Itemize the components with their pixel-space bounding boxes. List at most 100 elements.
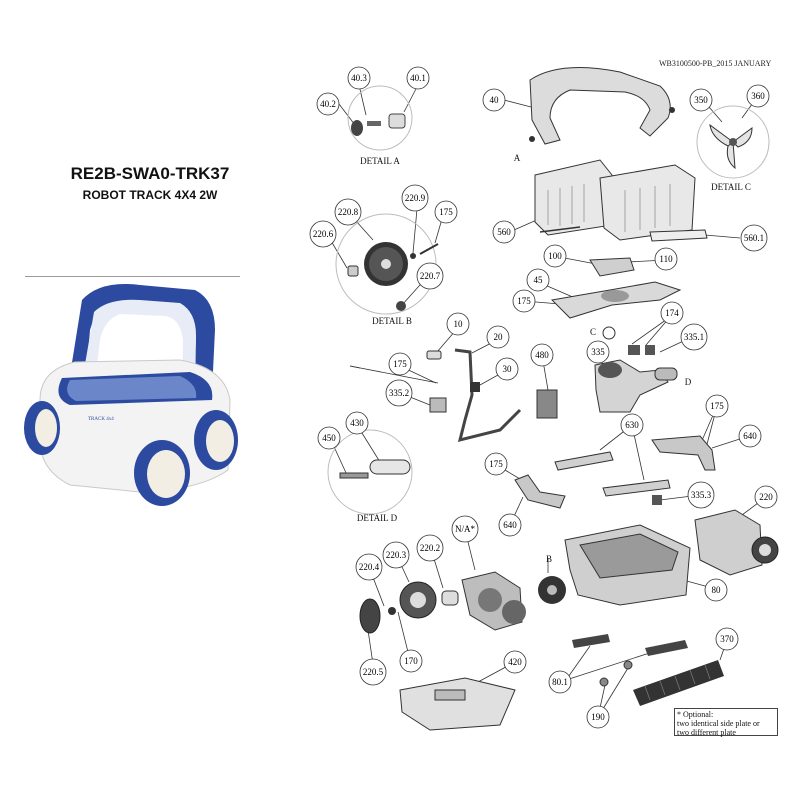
callout-labels: 40.3 40.1 40.2 40 350 360 220.8 220.9 17… xyxy=(309,66,778,729)
svg-text:335.1: 335.1 xyxy=(684,332,704,342)
side-plate-hub xyxy=(478,588,502,612)
callout-na: N/A* xyxy=(451,515,479,543)
part-220-6-shape xyxy=(347,265,359,277)
note-line-2: two identical side plate or xyxy=(677,719,760,728)
svg-text:220.3: 220.3 xyxy=(386,550,407,560)
callout-30: 30 xyxy=(495,357,519,381)
robot-wheel-hub xyxy=(147,450,185,498)
svg-text:10: 10 xyxy=(454,319,464,329)
svg-text:420: 420 xyxy=(508,657,522,667)
callout-220-6: 220.6 xyxy=(309,220,337,248)
detail-callout-circles xyxy=(327,85,770,515)
svg-text:220.4: 220.4 xyxy=(359,562,380,572)
callout-190: 190 xyxy=(586,705,610,729)
part-190-b-shape xyxy=(623,660,633,670)
callout-640-b: 640 xyxy=(498,513,522,537)
detail-c-circle xyxy=(696,105,770,179)
callout-360: 360 xyxy=(746,84,770,108)
callout-560-1: 560.1 xyxy=(740,224,768,252)
svg-text:560: 560 xyxy=(497,227,511,237)
ref-letter-a: A xyxy=(514,153,521,163)
part-630-strip-a-shape xyxy=(554,451,614,471)
part-335-3-shape xyxy=(652,495,662,505)
callout-420: 420 xyxy=(503,650,527,674)
part-10-shape xyxy=(426,350,442,360)
callout-175-e: 175 xyxy=(484,452,508,476)
callout-335-1: 335.1 xyxy=(680,323,708,351)
part-175-screw-shape xyxy=(419,243,439,255)
svg-text:N/A*: N/A* xyxy=(455,524,475,534)
part-174-shape xyxy=(628,345,640,355)
part-420-plate-shape xyxy=(399,677,516,731)
part-480-shape xyxy=(536,389,558,419)
part-40-3-shape xyxy=(367,121,381,126)
callout-630: 630 xyxy=(620,413,644,437)
callout-40-1: 40.1 xyxy=(406,66,430,90)
part-220-drive-shape xyxy=(694,509,763,576)
svg-text:170: 170 xyxy=(404,656,418,666)
screw-icon xyxy=(529,136,535,142)
part-20-cable-shape xyxy=(454,348,522,443)
part-560-filter-left-shape xyxy=(534,159,613,236)
svg-text:370: 370 xyxy=(720,634,734,644)
callout-480: 480 xyxy=(530,343,554,367)
detail-a-circle xyxy=(347,85,413,151)
side-plate-wheel xyxy=(502,600,526,624)
part-335-2-shape xyxy=(429,397,447,413)
svg-text:80.1: 80.1 xyxy=(552,677,568,687)
callout-560: 560 xyxy=(492,220,516,244)
drive-gear-hub xyxy=(759,544,771,556)
part-190-a-shape xyxy=(599,677,609,687)
note-line-1: * Optional: xyxy=(677,710,714,719)
svg-text:175: 175 xyxy=(439,207,453,217)
svg-text:220: 220 xyxy=(759,492,773,502)
svg-text:220.6: 220.6 xyxy=(313,229,334,239)
callout-80: 80 xyxy=(704,578,728,602)
part-30-shape xyxy=(470,382,480,392)
part-40-2-shape xyxy=(351,120,363,136)
robot-top-window xyxy=(67,376,197,401)
svg-text:175: 175 xyxy=(393,359,407,369)
part-640-bumper-right-shape xyxy=(651,435,716,471)
callout-220-8: 220.8 xyxy=(334,198,362,226)
optional-note-box: * Optional: two identical side plate or … xyxy=(674,708,778,737)
svg-text:20: 20 xyxy=(494,332,504,342)
callout-335: 335 xyxy=(586,340,610,364)
part-c-clip-shape xyxy=(602,326,616,340)
ref-letter-b: B xyxy=(546,554,552,564)
filter-grille xyxy=(547,184,671,232)
detail-d-caption: DETAIL D xyxy=(357,513,398,523)
callout-175-c: 175 xyxy=(388,352,412,376)
callout-40-2: 40.2 xyxy=(316,92,340,116)
callout-220-9: 220.9 xyxy=(401,184,429,212)
svg-text:335.2: 335.2 xyxy=(389,388,409,398)
part-450-shape xyxy=(339,472,369,479)
part-220-9-shape xyxy=(410,253,416,259)
callout-45: 45 xyxy=(526,268,550,292)
callout-430: 430 xyxy=(345,411,369,435)
svg-text:175: 175 xyxy=(489,459,503,469)
ref-letter-d: D xyxy=(685,377,692,387)
gear-hub xyxy=(410,592,426,608)
svg-text:174: 174 xyxy=(665,308,679,318)
svg-text:350: 350 xyxy=(694,95,708,105)
filter-rod xyxy=(539,226,581,233)
part-370-brush-shape xyxy=(633,660,724,706)
callout-450: 450 xyxy=(317,426,341,450)
part-220-7-shape xyxy=(396,301,406,311)
callout-220-7: 220.7 xyxy=(416,262,444,290)
svg-text:110: 110 xyxy=(659,254,673,264)
svg-text:220.8: 220.8 xyxy=(338,207,359,217)
svg-text:45: 45 xyxy=(534,275,544,285)
callout-110: 110 xyxy=(654,247,678,271)
detail-b-caption: DETAIL B xyxy=(372,316,412,326)
callout-220: 220 xyxy=(754,485,778,509)
part-220-5-shape xyxy=(359,598,381,634)
robot-badge-text: TRACK 4x4 xyxy=(88,417,114,422)
svg-text:335: 335 xyxy=(591,347,605,357)
callout-20: 20 xyxy=(486,325,510,349)
svg-text:480: 480 xyxy=(535,350,549,360)
document-reference: WB3100500-PB_2015 JANUARY xyxy=(659,59,772,68)
propeller-hub-icon xyxy=(729,138,737,146)
callout-10: 10 xyxy=(446,312,470,336)
